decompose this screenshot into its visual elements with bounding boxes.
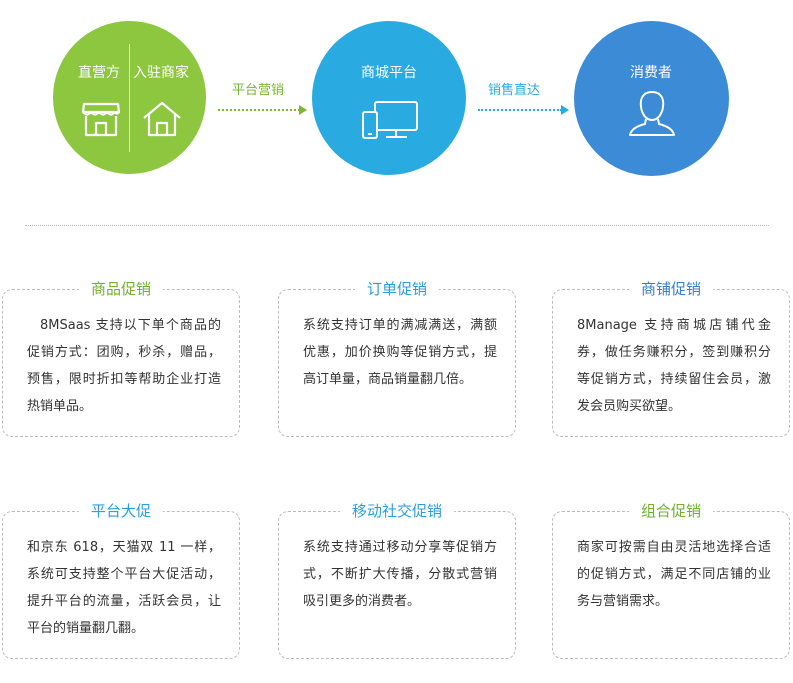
card-body: 8Manage 支持商城店铺代金券，做任务赚积分，签到赚积分等促销方式，持续留住… <box>577 318 771 414</box>
card-body: 系统支持通过移动分享等促销方式，不断扩大传播，分散式营销吸引更多的消费者。 <box>303 540 497 609</box>
card-product-promotion: 商品促销 8MSaas 支持以下单个商品的促销方式：团购，秒杀，赠品，预售，限时… <box>2 280 240 437</box>
arrow-line-2 <box>478 109 562 111</box>
store-icon <box>81 101 121 141</box>
card-order-promotion: 订单促销 系统支持订单的满减满送，满额优惠，加价换购等促销方式，提高订单量，商品… <box>278 280 516 437</box>
card-combo-promotion: 组合促销 商家可按需自由灵活地选择合适的促销方式，满足不同店铺的业务与营销需求。 <box>552 502 790 659</box>
direct-sales-label: 销售直达 <box>488 83 541 98</box>
arrow-head-2-icon <box>561 105 569 115</box>
card-body: 商家可按需自由灵活地选择合适的促销方式，满足不同店铺的业务与营销需求。 <box>577 540 771 609</box>
direct-operator-label: 直营方 <box>78 65 120 81</box>
consumer-label: 消费者 <box>630 65 672 81</box>
consumer-node: 消费者 <box>574 21 729 176</box>
arrow-line-1 <box>218 109 300 111</box>
house-icon <box>142 101 182 141</box>
card-title: 平台大促 <box>3 500 239 522</box>
mall-platform-label: 商城平台 <box>361 65 417 81</box>
user-icon <box>627 89 677 141</box>
card-platform-sale: 平台大促 和京东 618，天猫双 11 一样，系统可支持整个平台大促活动，提升平… <box>2 502 240 659</box>
merchant-node: 直营方 入驻商家 <box>53 21 206 174</box>
card-mobile-social-promotion: 移动社交促销 系统支持通过移动分享等促销方式，不断扩大传播，分散式营销吸引更多的… <box>278 502 516 659</box>
devices-icon <box>361 100 419 144</box>
card-title: 移动社交促销 <box>279 500 515 522</box>
settled-merchant-label: 入驻商家 <box>133 65 189 81</box>
card-body: 8MSaas 支持以下单个商品的促销方式：团购，秒杀，赠品，预售，限时折扣等帮助… <box>27 318 221 414</box>
arrow-head-1-icon <box>299 105 307 115</box>
mall-platform-node: 商城平台 <box>312 21 466 175</box>
node-divider <box>129 44 130 152</box>
platform-marketing-label: 平台营销 <box>232 83 285 98</box>
card-title: 商品促销 <box>3 278 239 300</box>
card-title: 商铺促销 <box>553 278 789 300</box>
section-divider <box>25 225 769 226</box>
card-title: 组合促销 <box>553 500 789 522</box>
card-body: 系统支持订单的满减满送，满额优惠，加价换购等促销方式，提高订单量，商品销量翻几倍… <box>303 318 497 387</box>
card-body: 和京东 618，天猫双 11 一样，系统可支持整个平台大促活动，提升平台的流量，… <box>27 540 221 636</box>
card-shop-promotion: 商铺促销 8Manage 支持商城店铺代金券，做任务赚积分，签到赚积分等促销方式… <box>552 280 790 437</box>
card-title: 订单促销 <box>279 278 515 300</box>
